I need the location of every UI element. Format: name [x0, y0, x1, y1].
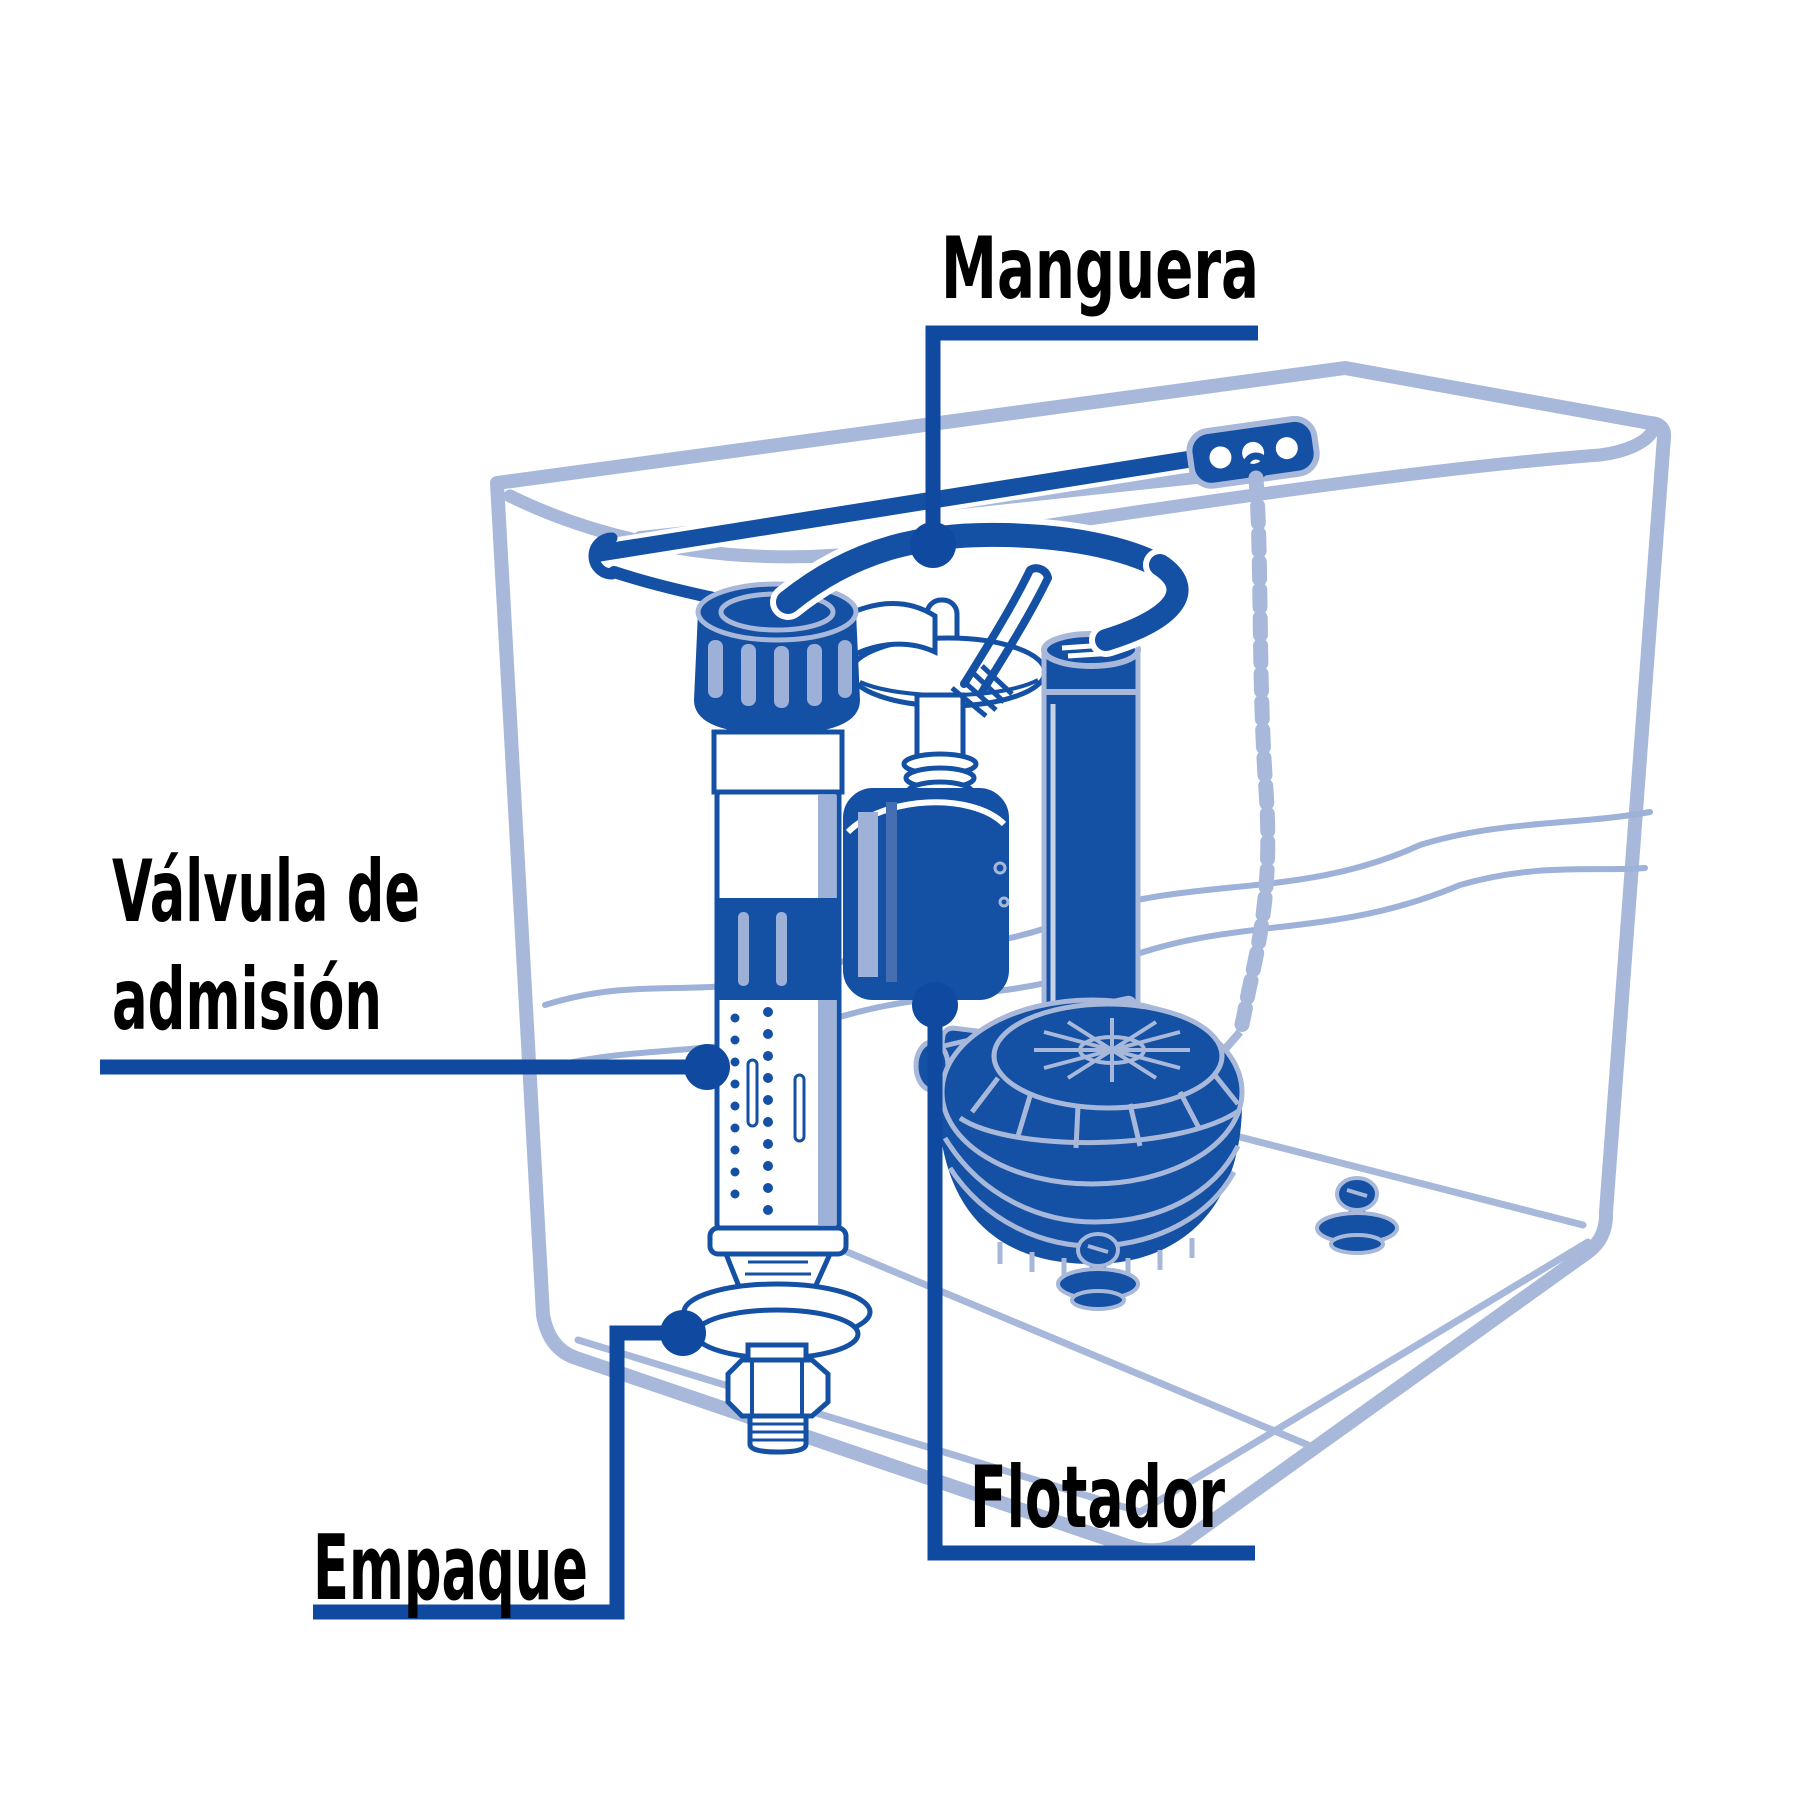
lever-end-hook — [588, 532, 618, 580]
leader-valvula — [100, 1044, 730, 1090]
linkage-arm — [837, 601, 938, 665]
label-valvula-line1: Válvula de — [112, 842, 420, 942]
tank-floor-back-edge — [1228, 1131, 1587, 1229]
leader-dot-flotador — [912, 982, 958, 1028]
label-flotador: Flotador — [970, 1448, 1225, 1548]
leader-flotador — [912, 982, 1255, 1561]
valve-cap — [694, 581, 860, 795]
tank-bolt — [1056, 1232, 1140, 1311]
valve-body-collar — [707, 1225, 849, 1257]
flapper-spoke-wheel — [1034, 1018, 1190, 1082]
label-manguera: Manguera — [941, 219, 1259, 319]
fill-valve — [681, 581, 1048, 1455]
lock-nut — [725, 1357, 831, 1419]
flapper-cage-ribs — [958, 1072, 1242, 1149]
flush-lever — [587, 415, 1320, 613]
refill-hose-tip — [1089, 548, 1195, 657]
tank-bolt — [1315, 1176, 1399, 1255]
leader-empaque — [313, 1310, 706, 1620]
valve-body — [707, 699, 854, 1257]
refill-hose — [770, 516, 1196, 620]
leader-manguera — [910, 325, 1258, 568]
label-empaque: Empaque — [313, 1516, 588, 1621]
threaded-tail — [747, 1413, 809, 1455]
leader-dot-manguera — [910, 522, 956, 568]
hose-clip — [950, 564, 1052, 718]
leader-dot-empaque — [660, 1310, 706, 1356]
flapper-valve — [913, 995, 1245, 1278]
float-cup — [843, 788, 1010, 1000]
leader-dot-valvula — [684, 1044, 730, 1090]
label-valvula-line2: admisión — [112, 950, 382, 1050]
float-linkage — [837, 597, 1048, 805]
valve-body-perforations — [730, 1007, 773, 1215]
lifting-chain — [1232, 452, 1276, 1040]
